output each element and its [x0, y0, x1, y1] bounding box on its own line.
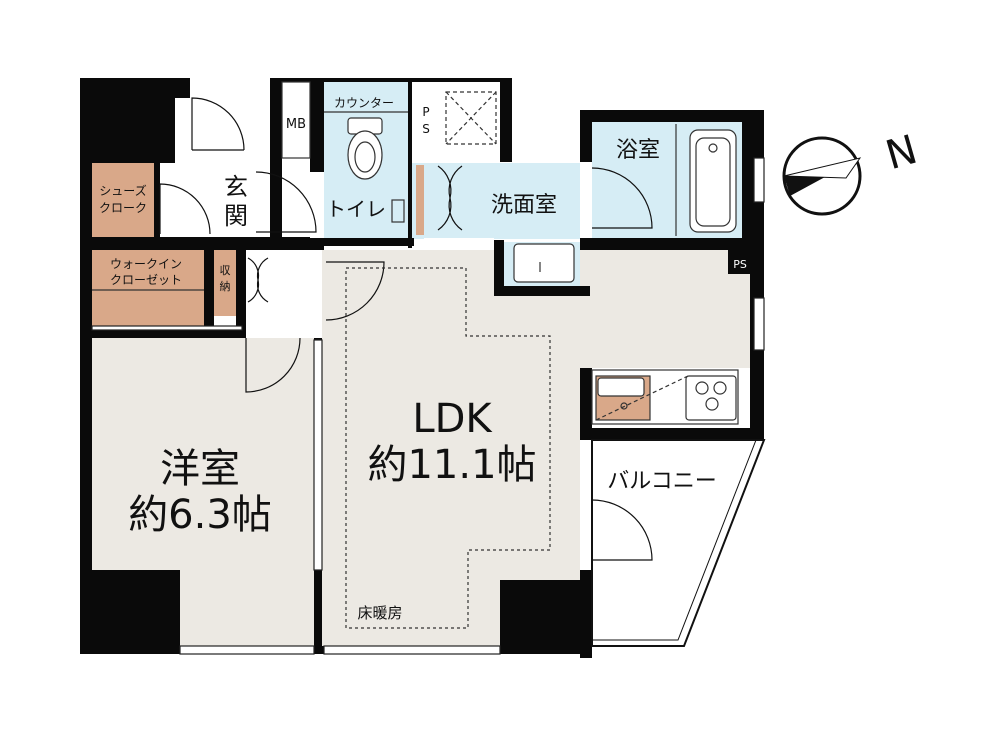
- toilet-strip: [416, 165, 424, 235]
- bathtub: [689, 129, 737, 233]
- balcony-label: バルコニー: [607, 469, 717, 494]
- entrance-floor: [160, 163, 320, 239]
- entrance-label-2: 関: [224, 202, 248, 230]
- walk-in-closet-label-2: クローゼット: [110, 273, 182, 287]
- washroom-label: 洗面室: [491, 193, 557, 218]
- doors: [159, 97, 653, 561]
- balcony-inner: [591, 439, 757, 641]
- windows: [91, 157, 765, 655]
- entrance-label-1: 玄: [224, 173, 248, 201]
- washroom-floor: [412, 163, 580, 239]
- bathroom-label: 浴室: [616, 138, 660, 163]
- ps-top-box: [412, 82, 442, 158]
- hall-floor: [246, 250, 322, 338]
- walk-in-closet-label-1: ウォークイン: [110, 257, 182, 271]
- western-room-size: 約6.3帖: [128, 492, 272, 538]
- wash-sink: [513, 243, 575, 283]
- ldk-floor: [322, 250, 752, 646]
- western-room-name: 洋室: [160, 446, 240, 492]
- compass-label: N: [881, 127, 922, 179]
- ldk-name: LDK: [412, 396, 493, 442]
- door-openings: [175, 78, 592, 570]
- ps-top-label-1: P: [422, 105, 429, 119]
- ps-right-label: PS: [733, 258, 747, 271]
- labels: 洋室 約6.3帖 LDK 約11.1帖 玄 関 トイレ カウンター 洗面室 浴室…: [99, 96, 747, 622]
- floor-heating-area: [345, 267, 551, 629]
- storage-fill: [214, 250, 236, 316]
- ldk-size: 約11.1帖: [367, 442, 536, 488]
- shoe-cloak-fill: [92, 163, 154, 237]
- mb-box: [281, 81, 311, 159]
- toilet-label: トイレ: [326, 197, 386, 221]
- shoe-cloak-label-2: クローク: [99, 201, 147, 215]
- mb-label: MB: [286, 117, 306, 132]
- counter-label: カウンター: [334, 96, 394, 110]
- compass: N: [782, 127, 922, 216]
- storage-label-2: 納: [220, 280, 231, 293]
- shoe-cloak-label-1: シューズ: [99, 183, 146, 198]
- toilet-bowl: [347, 130, 383, 180]
- storage-label-1: 収: [220, 264, 231, 277]
- floor-heating-label: 床暖房: [357, 604, 402, 622]
- walk-in-closet-fill: [92, 250, 204, 326]
- ps-shaft: [445, 91, 497, 145]
- fixtures: [92, 81, 739, 425]
- ps-top-label-2: S: [422, 122, 430, 136]
